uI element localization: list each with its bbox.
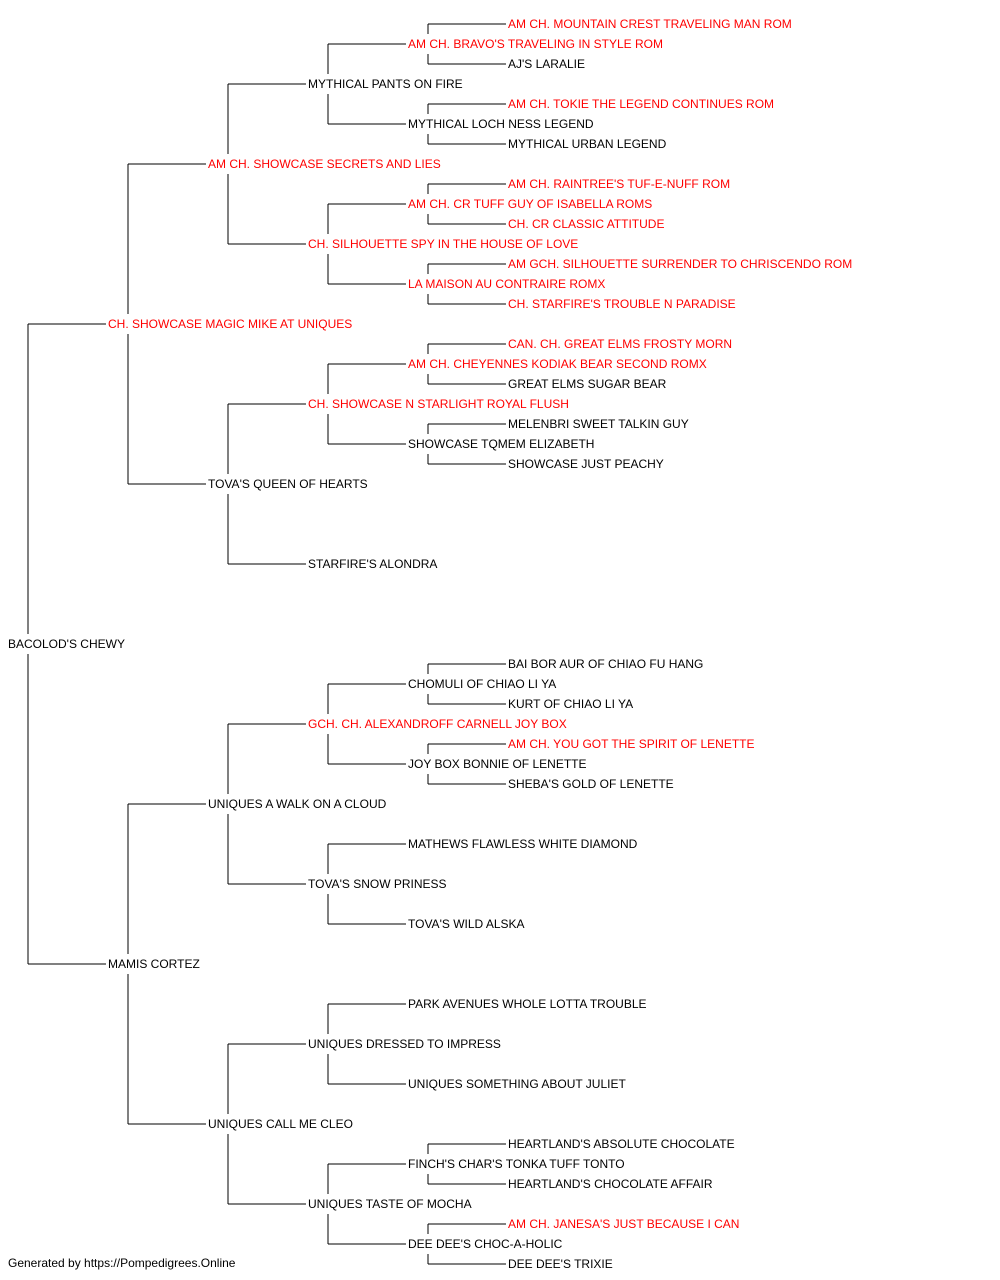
dog-name: MYTHICAL URBAN LEGEND [508, 137, 667, 151]
dog-name: CH. CR CLASSIC ATTITUDE [508, 217, 664, 231]
dog-name: UNIQUES TASTE OF MOCHA [308, 1197, 472, 1211]
dog-name: DEE DEE'S CHOC-A-HOLIC [408, 1237, 563, 1251]
dog-name: BAI BOR AUR OF CHIAO FU HANG [508, 657, 703, 671]
dog-name: SHOWCASE TQMEM ELIZABETH [408, 437, 594, 451]
dog-name: AM GCH. SILHOUETTE SURRENDER TO CHRISCEN… [508, 257, 852, 271]
dog-name: AM CH. TOKIE THE LEGEND CONTINUES ROM [508, 97, 774, 111]
dog-name: BACOLOD'S CHEWY [8, 637, 125, 651]
dog-name: AJ'S LARALIE [508, 57, 585, 71]
dog-name: TOVA'S SNOW PRINESS [308, 877, 447, 891]
dog-name: CAN. CH. GREAT ELMS FROSTY MORN [508, 337, 732, 351]
dog-name: GREAT ELMS SUGAR BEAR [508, 377, 667, 391]
dog-name: TOVA'S QUEEN OF HEARTS [208, 477, 368, 491]
dog-name: AM CH. YOU GOT THE SPIRIT OF LENETTE [508, 737, 755, 751]
dog-name: DEE DEE'S TRIXIE [508, 1257, 613, 1271]
dog-name: TOVA'S WILD ALSKA [408, 917, 525, 931]
dog-name: MYTHICAL LOCH NESS LEGEND [408, 117, 594, 131]
dog-name: SHEBA'S GOLD OF LENETTE [508, 777, 674, 791]
dog-name: AM CH. JANESA'S JUST BECAUSE I CAN [508, 1217, 739, 1231]
dog-name: AM CH. RAINTREE'S TUF-E-NUFF ROM [508, 177, 730, 191]
dog-name: HEARTLAND'S CHOCOLATE AFFAIR [508, 1177, 713, 1191]
dog-name: MELENBRI SWEET TALKIN GUY [508, 417, 689, 431]
dog-name: AM CH. CR TUFF GUY OF ISABELLA ROMS [408, 197, 652, 211]
dog-name: AM CH. SHOWCASE SECRETS AND LIES [208, 157, 441, 171]
dog-name: CH. STARFIRE'S TROUBLE N PARADISE [508, 297, 736, 311]
dog-name: FINCH'S CHAR'S TONKA TUFF TONTO [408, 1157, 625, 1171]
dog-name: GCH. CH. ALEXANDROFF CARNELL JOY BOX [308, 717, 567, 731]
dog-name: AM CH. BRAVO'S TRAVELING IN STYLE ROM [408, 37, 663, 51]
dog-name: LA MAISON AU CONTRAIRE ROMX [408, 277, 605, 291]
dog-name: AM CH. CHEYENNES KODIAK BEAR SECOND ROMX [408, 357, 707, 371]
dog-name: STARFIRE'S ALONDRA [308, 557, 437, 571]
dog-name: UNIQUES DRESSED TO IMPRESS [308, 1037, 501, 1051]
dog-name: MAMIS CORTEZ [108, 957, 200, 971]
dog-name: CHOMULI OF CHIAO LI YA [408, 677, 556, 691]
dog-name: MYTHICAL PANTS ON FIRE [308, 77, 463, 91]
dog-name: HEARTLAND'S ABSOLUTE CHOCOLATE [508, 1137, 735, 1151]
dog-name: CH. SHOWCASE MAGIC MIKE AT UNIQUES [108, 317, 352, 331]
dog-name: UNIQUES A WALK ON A CLOUD [208, 797, 387, 811]
dog-name: JOY BOX BONNIE OF LENETTE [408, 757, 586, 771]
dog-name: CH. SHOWCASE N STARLIGHT ROYAL FLUSH [308, 397, 569, 411]
dog-name: AM CH. MOUNTAIN CREST TRAVELING MAN ROM [508, 17, 792, 31]
dog-name: KURT OF CHIAO LI YA [508, 697, 633, 711]
dog-name: UNIQUES SOMETHING ABOUT JULIET [408, 1077, 626, 1091]
dog-name: SHOWCASE JUST PEACHY [508, 457, 664, 471]
dog-name: MATHEWS FLAWLESS WHITE DIAMOND [408, 837, 638, 851]
footer-credit: Generated by https://Pompedigrees.Online [8, 1256, 236, 1270]
dog-name: PARK AVENUES WHOLE LOTTA TROUBLE [408, 997, 647, 1011]
dog-name: UNIQUES CALL ME CLEO [208, 1117, 353, 1131]
dog-name: CH. SILHOUETTE SPY IN THE HOUSE OF LOVE [308, 237, 578, 251]
